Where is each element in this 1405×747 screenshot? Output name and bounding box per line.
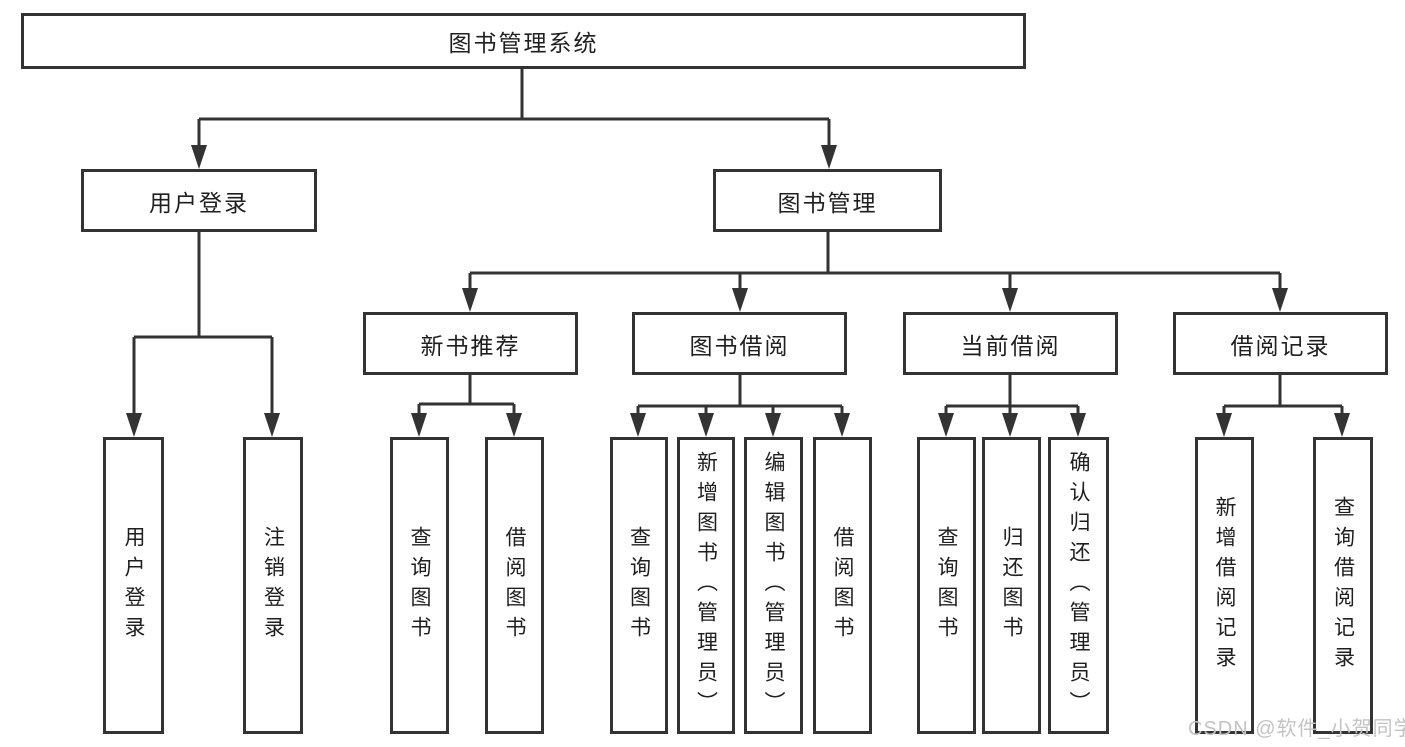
node-add-borrow-record-label: 新增借阅记录 — [1213, 495, 1236, 676]
node-add-book-admin-label: 新增图书（管理员） — [694, 450, 718, 721]
node-confirm-return-admin: 确认归还（管理员） — [1048, 437, 1109, 734]
node-library-system-label: 图书管理系统 — [448, 30, 599, 56]
node-query-books-current-label: 查询图书 — [935, 525, 958, 646]
node-user-login-branch: 用户登录 — [81, 169, 317, 232]
arrowheads — [126, 145, 1350, 437]
node-book-management-branch: 图书管理 — [713, 169, 942, 232]
node-user-login-leaf-label: 用户登录 — [122, 525, 145, 646]
node-borrowing-records: 借阅记录 — [1173, 312, 1388, 375]
node-return-books: 归还图书 — [982, 437, 1041, 734]
node-add-borrow-record: 新增借阅记录 — [1195, 437, 1254, 734]
node-add-book-admin: 新增图书（管理员） — [677, 437, 735, 734]
node-query-books-current: 查询图书 — [917, 437, 976, 734]
node-book-management-branch-label: 图书管理 — [777, 189, 878, 216]
node-confirm-return-admin-label: 确认归还（管理员） — [1067, 450, 1090, 721]
node-user-login-branch-label: 用户登录 — [149, 189, 249, 216]
node-borrow-books-newbook: 借阅图书 — [485, 437, 544, 734]
node-new-book-recommend: 新书推荐 — [363, 312, 578, 375]
node-logout-leaf-label: 注销登录 — [261, 525, 285, 646]
node-borrow-books-borrowing-label: 借阅图书 — [831, 525, 854, 646]
node-user-login-leaf: 用户登录 — [103, 437, 164, 734]
node-logout-leaf: 注销登录 — [243, 437, 303, 734]
node-query-books-borrowing: 查询图书 — [610, 437, 668, 734]
node-return-books-label: 归还图书 — [1000, 525, 1023, 646]
node-book-borrowing-label: 图书借阅 — [689, 332, 790, 359]
csdn-watermark: CSDN @软件_小贺同学 — [1188, 718, 1405, 740]
node-edit-book-admin: 编辑图书（管理员） — [744, 437, 803, 734]
node-new-book-recommend-label: 新书推荐 — [420, 332, 521, 359]
node-edit-book-admin-label: 编辑图书（管理员） — [762, 450, 785, 721]
node-book-borrowing: 图书借阅 — [632, 312, 847, 375]
node-current-borrowing: 当前借阅 — [903, 312, 1118, 375]
node-library-system: 图书管理系统 — [21, 13, 1026, 69]
node-query-books-newbook: 查询图书 — [390, 437, 449, 734]
node-borrow-books-borrowing: 借阅图书 — [813, 437, 872, 734]
node-query-books-newbook-label: 查询图书 — [408, 525, 431, 646]
node-borrow-books-newbook-label: 借阅图书 — [503, 525, 526, 646]
node-current-borrowing-label: 当前借阅 — [960, 332, 1061, 359]
node-query-borrow-record-label: 查询借阅记录 — [1331, 495, 1355, 676]
node-query-books-borrowing-label: 查询图书 — [627, 525, 651, 646]
node-borrowing-records-label: 借阅记录 — [1230, 332, 1331, 359]
node-query-borrow-record: 查询借阅记录 — [1313, 437, 1373, 734]
